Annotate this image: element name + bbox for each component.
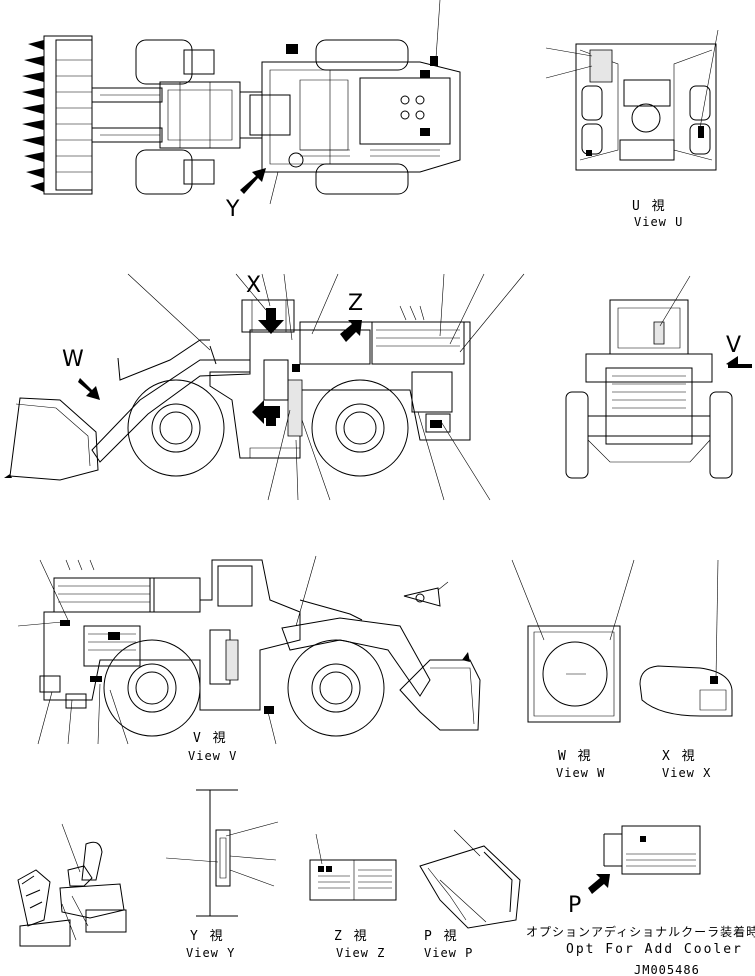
view-x-en: View X [662, 766, 711, 780]
top-view-loader: Y [22, 0, 460, 222]
view-w-drawing [512, 560, 634, 722]
arrow-letter-p: P [568, 893, 581, 918]
view-u-jp: U 視 [632, 199, 667, 214]
view-v-en: View V [188, 749, 237, 763]
arrow-p [588, 874, 610, 894]
additional-cooler-drawing: P [568, 826, 700, 918]
view-x-jp: X 視 [662, 749, 697, 764]
view-z-jp: Z 視 [334, 929, 369, 944]
view-u-en: View U [634, 215, 683, 229]
view-u-drawing [546, 30, 718, 170]
view-x-drawing [640, 560, 732, 716]
arrow-letter-v: V [726, 333, 741, 358]
arrow-letter-y: Y [225, 197, 240, 222]
arrow-y [240, 168, 266, 194]
arrow-v [726, 356, 752, 368]
arrow-w [78, 378, 100, 400]
arrow-z [340, 320, 362, 342]
bucket-teeth [22, 40, 92, 192]
view-v-jp: V 視 [193, 731, 228, 746]
option-note-jp: オプションアディショナルクーラ装着時 [526, 924, 755, 939]
side-view-right [18, 556, 480, 744]
arrow-x [258, 308, 284, 334]
arrow-letter-x: X [246, 273, 261, 298]
arrow-left-body [252, 400, 280, 424]
view-z-drawing [310, 834, 396, 900]
view-v-rear-drawing: V [566, 276, 752, 478]
view-w-en: View W [556, 766, 605, 780]
view-p-drawing [420, 830, 520, 928]
view-y-drawing [166, 790, 278, 916]
view-y-en: View Y [186, 946, 235, 960]
view-p-jp: P 視 [424, 929, 459, 944]
option-note-en: Opt For Add Cooler [566, 942, 743, 957]
operator-seat-drawing [18, 824, 126, 946]
side-view-left: X Z W [4, 273, 524, 500]
drawing-number: JM005486 [634, 963, 700, 976]
view-z-en: View Z [336, 946, 385, 960]
view-y-jp: Y 視 [190, 929, 225, 944]
arrow-letter-z: Z [348, 291, 363, 316]
view-p-en: View P [424, 946, 473, 960]
arrow-letter-w: W [62, 347, 84, 372]
hatch-lines [300, 150, 440, 156]
view-w-jp: W 視 [558, 749, 593, 764]
